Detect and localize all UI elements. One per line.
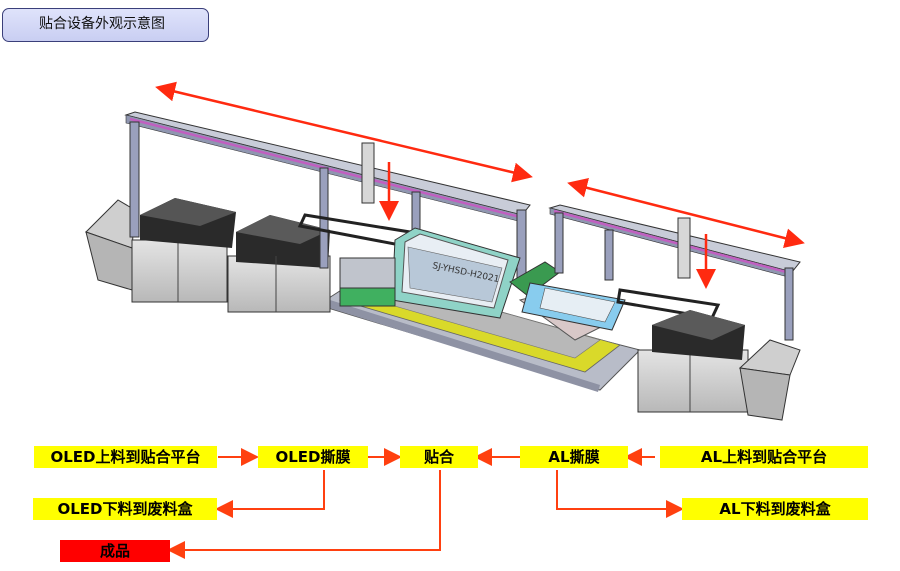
flow-product: 成品 [60,540,170,562]
bonding-platform: SJ-YHSD-H2021 [339,227,617,341]
equipment-illustration: SJ-YHSD-H2021 [85,81,805,421]
flow-oled-peel: OLED撕膜 [258,446,368,468]
left-loading-cabinet [85,198,331,313]
flow-oled-unload: OLED下料到废料盒 [33,498,217,520]
flow-al-unload: AL下料到废料盒 [682,498,868,520]
right-loading-cabinet [637,310,801,421]
diagram-title: 贴合设备外观示意图 [2,8,209,42]
flow-al-load: AL上料到贴合平台 [660,446,868,468]
flow-al-peel: AL撕膜 [520,446,628,468]
motion-arrows [155,81,805,289]
flow-oled-load: OLED上料到贴合平台 [34,446,217,468]
flow-bonding: 贴合 [400,446,478,468]
